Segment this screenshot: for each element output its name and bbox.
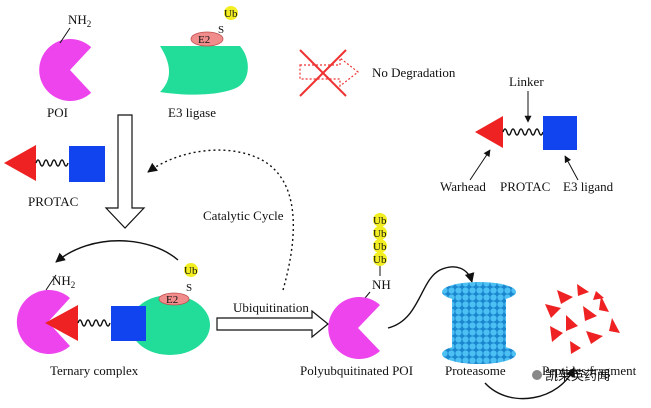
wechat-icon — [532, 370, 542, 380]
ternary-e3-ligand-square — [111, 306, 146, 341]
proteasome-barrel — [452, 292, 506, 354]
fragment-2 — [577, 284, 589, 296]
ub-chain: Ub Ub Ub Ub — [373, 213, 387, 266]
proteasome-cap-bottom — [442, 344, 516, 364]
ternary-poi-shape — [16, 290, 70, 354]
chain-ub-3-label: Ub — [373, 241, 387, 253]
peptides-fragment-label: Peptides fragment — [542, 363, 637, 378]
ubiquitination-label: Ubiquitination — [233, 300, 309, 315]
protac-key-label: PROTAC — [500, 179, 550, 194]
poly-poi-shape — [328, 297, 380, 360]
linker-label: Linker — [509, 74, 544, 89]
ternary-complex: NH2 E2 S Ub Ternary complex — [16, 240, 210, 378]
poi-label: POI — [47, 105, 68, 120]
ternary-linker-coil — [77, 319, 111, 327]
ternary-ub-label: Ub — [184, 265, 198, 277]
fragment-10 — [570, 341, 581, 354]
ternary-e2-label: E2 — [166, 294, 178, 306]
poly-nh-label: NH — [372, 277, 391, 292]
assembly-down-arrow — [104, 114, 146, 229]
e2-label: E2 — [198, 34, 210, 46]
fragment-4 — [583, 306, 597, 321]
protac-molecule: PROTAC — [4, 145, 105, 209]
fragment-5 — [566, 315, 578, 331]
watermark: 凯莱英药闻 — [532, 368, 610, 383]
protac-e3-ligand-square — [69, 146, 105, 182]
polyubiquitinated-poi-label: Polyubquitinated POI — [300, 363, 413, 378]
dotted-arrow-outline — [299, 56, 359, 88]
e3-ligase-top: E2 S Ub E3 ligase — [160, 6, 248, 120]
ubiquitination-arrow — [216, 309, 329, 339]
ternary-e3-shape — [130, 295, 210, 355]
no-degradation-label: No Degradation — [372, 65, 456, 80]
fragment-6 — [599, 296, 609, 312]
poi-pacman-shape — [39, 39, 92, 102]
e3-ligase-shape — [160, 46, 248, 95]
fragment-8 — [586, 331, 603, 344]
ternary-s-label: S — [186, 282, 192, 294]
poi-top: NH2 POI — [39, 12, 91, 120]
no-degradation-indicator: No Degradation — [299, 49, 456, 97]
to-peptides-arrow — [484, 367, 575, 400]
fragment-11 — [593, 291, 604, 300]
polyubiquitinated-poi: Ub Ub Ub Ub NH Polyubquitinated POI — [300, 213, 413, 378]
fragment-1 — [557, 290, 573, 304]
warhead-triangle — [475, 116, 503, 148]
chain-ub-2 — [373, 226, 387, 240]
proteasome: Proteasome — [442, 282, 516, 378]
chain-ub-4-label: Ub — [373, 254, 387, 266]
ub-circle — [224, 6, 238, 20]
proteasome-label: Proteasome — [445, 363, 506, 378]
s-label: S — [218, 24, 224, 36]
e2-ellipse — [190, 31, 224, 47]
ternary-nh2-label: NH2 — [52, 273, 75, 290]
to-proteasome-arrow — [387, 266, 475, 329]
ub-transfer-arrow — [55, 240, 179, 263]
fragment-3 — [545, 304, 561, 318]
fragment-7 — [550, 326, 563, 342]
chain-ub-1-label: Ub — [373, 215, 387, 227]
catalytic-cycle-arrow — [147, 149, 295, 291]
ternary-warhead-triangle — [45, 305, 78, 341]
warhead-label: Warhead — [440, 179, 486, 194]
e3-ligand-label: E3 ligand — [563, 179, 614, 194]
peptide-fragments: Peptides fragment — [542, 284, 637, 378]
e3-ligand-square — [543, 116, 577, 150]
linker-coil — [502, 128, 544, 136]
protac-legend: Linker Warhead PROTAC E3 ligand — [440, 74, 614, 194]
catalytic-cycle-label: Catalytic Cycle — [203, 208, 284, 223]
chain-ub-3 — [373, 239, 387, 253]
ternary-ub-circle — [184, 263, 198, 277]
ub-label: Ub — [224, 8, 238, 20]
ternary-e2-ellipse — [158, 292, 190, 306]
chain-ub-2-label: Ub — [373, 228, 387, 240]
protac-warhead-triangle — [4, 145, 36, 181]
chain-ub-4 — [373, 252, 387, 266]
watermark-text: 凯莱英药闻 — [545, 368, 610, 383]
nh2-label: NH2 — [68, 12, 91, 29]
protac-linker-coil — [35, 159, 69, 167]
fragment-9 — [609, 318, 620, 333]
chain-ub-1 — [373, 213, 387, 227]
ternary-complex-label: Ternary complex — [50, 363, 139, 378]
protac-label: PROTAC — [28, 194, 78, 209]
e3-ligase-label: E3 ligase — [168, 105, 216, 120]
